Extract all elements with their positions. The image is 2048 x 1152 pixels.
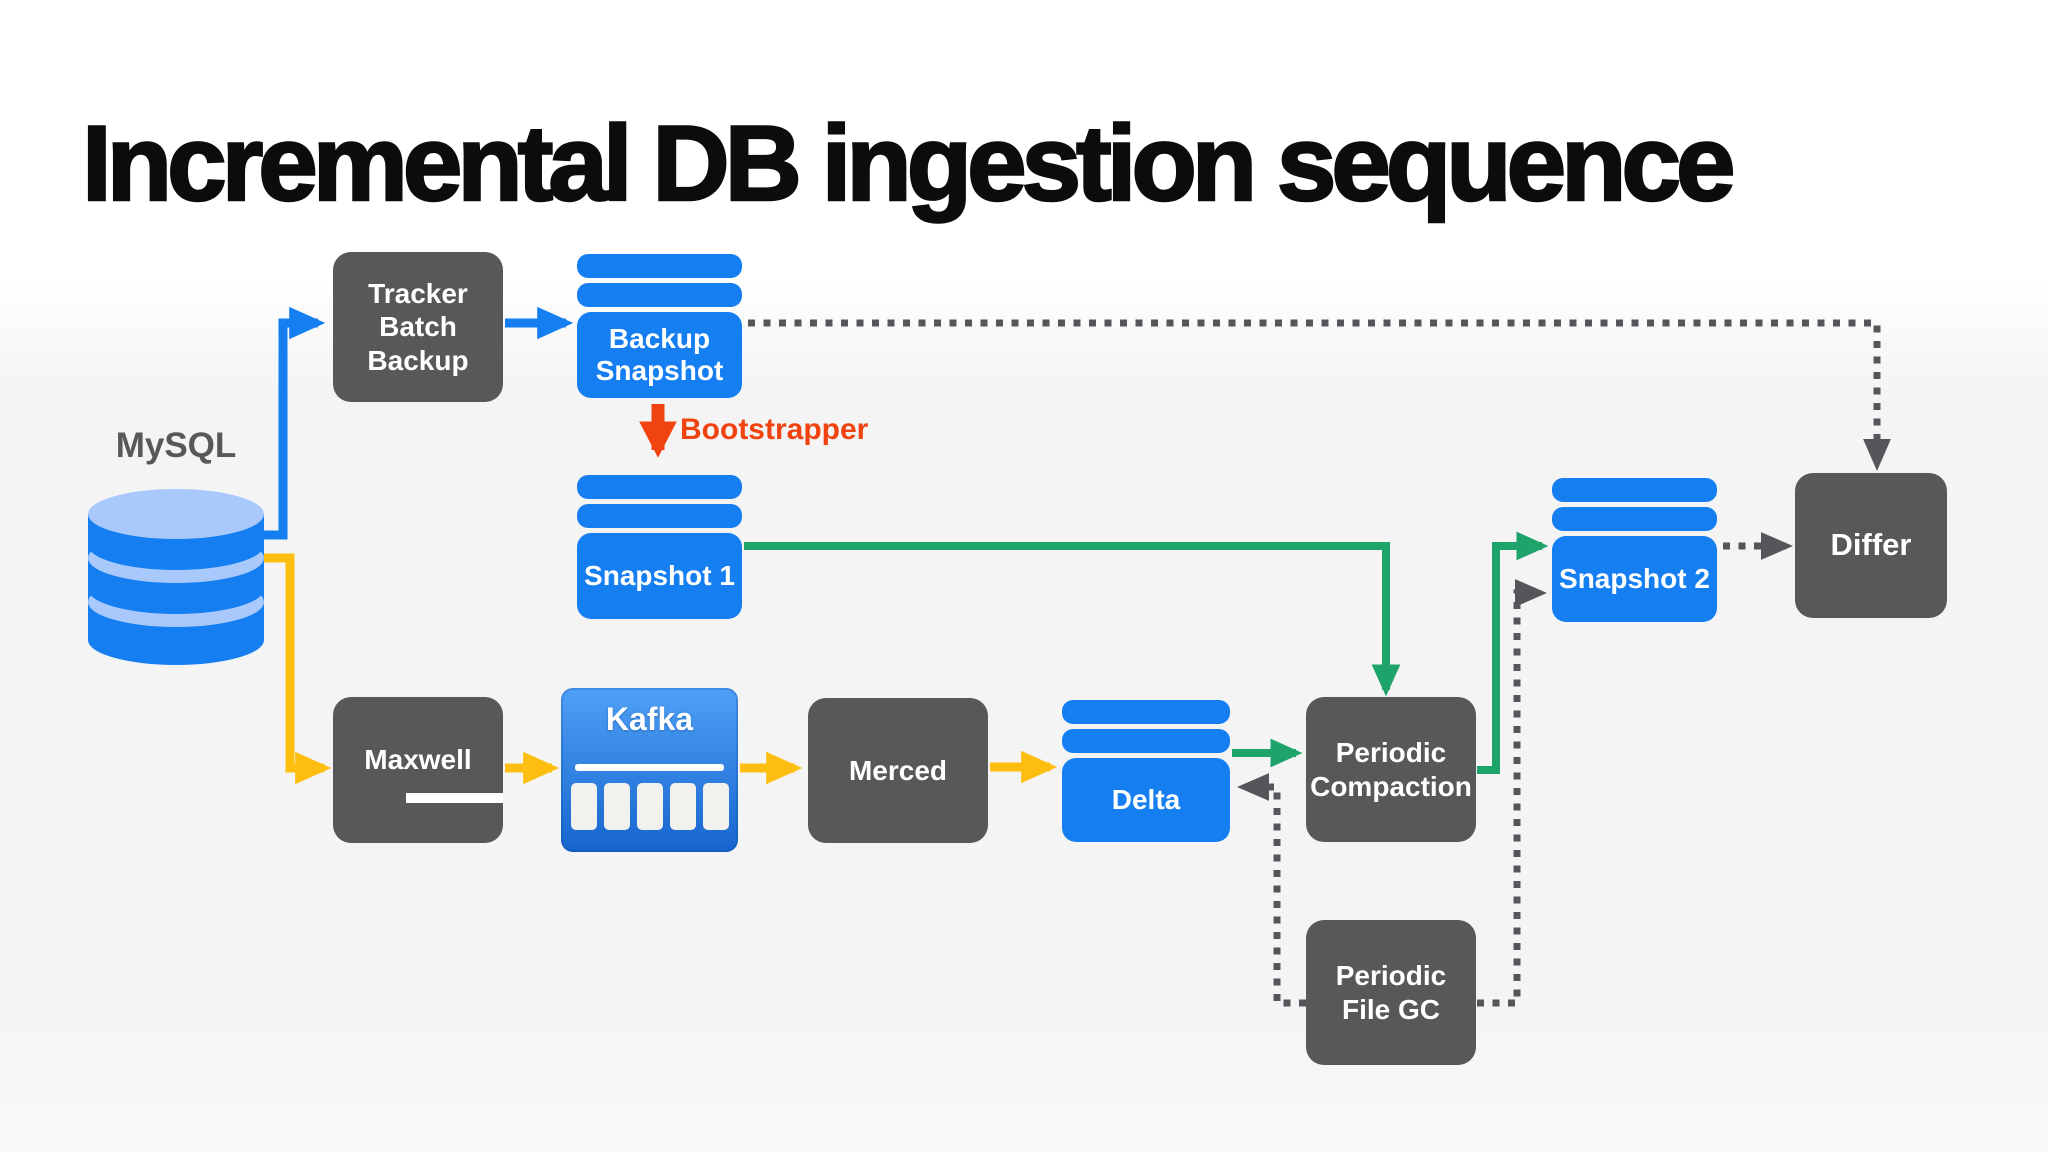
- edge-snapshot1-periodic-compaction: [744, 542, 1401, 697]
- kafka-partition: [702, 783, 729, 830]
- snapshot2-label: Snapshot 2: [1552, 536, 1717, 622]
- backup-snapshot-label: Backup Snapshot: [577, 312, 742, 398]
- edge-periodic-file-gc-snapshot2: [1477, 579, 1548, 1007]
- snapshot-stack-bar: [1062, 700, 1230, 724]
- edge-periodic-file-gc-delta: [1236, 773, 1306, 1007]
- snapshot-stack-bar: [1552, 507, 1717, 531]
- edge-mysql-maxwell: [264, 553, 332, 785]
- kafka-partition: [603, 783, 630, 830]
- snapshot-stack-bar: [577, 254, 742, 278]
- node-periodic-file-gc: Periodic File GC: [1306, 920, 1476, 1065]
- node-delta: Delta: [1062, 700, 1230, 842]
- node-differ: Differ: [1795, 473, 1947, 618]
- snapshot-stack-bar: [577, 475, 742, 499]
- delta-label: Delta: [1062, 758, 1230, 842]
- edge-periodic-compaction-snapshot2: [1477, 531, 1549, 774]
- snapshot-stack-bar: [1552, 478, 1717, 502]
- kafka-partition: [669, 783, 696, 830]
- maxwell-underline: [406, 793, 503, 803]
- node-kafka: Kafka: [561, 688, 738, 852]
- edge-mysql-tracker: [264, 306, 326, 540]
- kafka-partitions: [561, 783, 738, 830]
- node-backup-snapshot: Backup Snapshot: [577, 254, 742, 398]
- node-maxwell: Maxwell: [333, 697, 503, 843]
- node-merced: Merced: [808, 698, 988, 843]
- snapshot1-label: Snapshot 1: [577, 533, 742, 619]
- node-periodic-compaction: Periodic Compaction: [1306, 697, 1476, 842]
- snapshot-stack-bar: [577, 504, 742, 528]
- edge-backup-snapshot-differ: [748, 319, 1891, 472]
- mysql-label: MySQL: [115, 426, 237, 465]
- kafka-partition: [570, 783, 597, 830]
- kafka-label: Kafka: [605, 701, 694, 737]
- snapshot-stack-bar: [577, 283, 742, 307]
- maxwell-label: Maxwell: [364, 744, 472, 775]
- kafka-partition: [636, 783, 663, 830]
- mysql-database-icon: [88, 489, 264, 665]
- page-title: Incremental DB ingestion sequence: [81, 102, 1737, 223]
- bootstrapper-label: Bootstrapper: [680, 413, 869, 446]
- kafka-divider: [575, 764, 724, 771]
- node-tracker-batch-backup: Tracker Batch Backup: [333, 252, 503, 402]
- node-snapshot2: Snapshot 2: [1552, 478, 1717, 622]
- node-snapshot1: Snapshot 1: [577, 475, 742, 619]
- snapshot-stack-bar: [1062, 729, 1230, 753]
